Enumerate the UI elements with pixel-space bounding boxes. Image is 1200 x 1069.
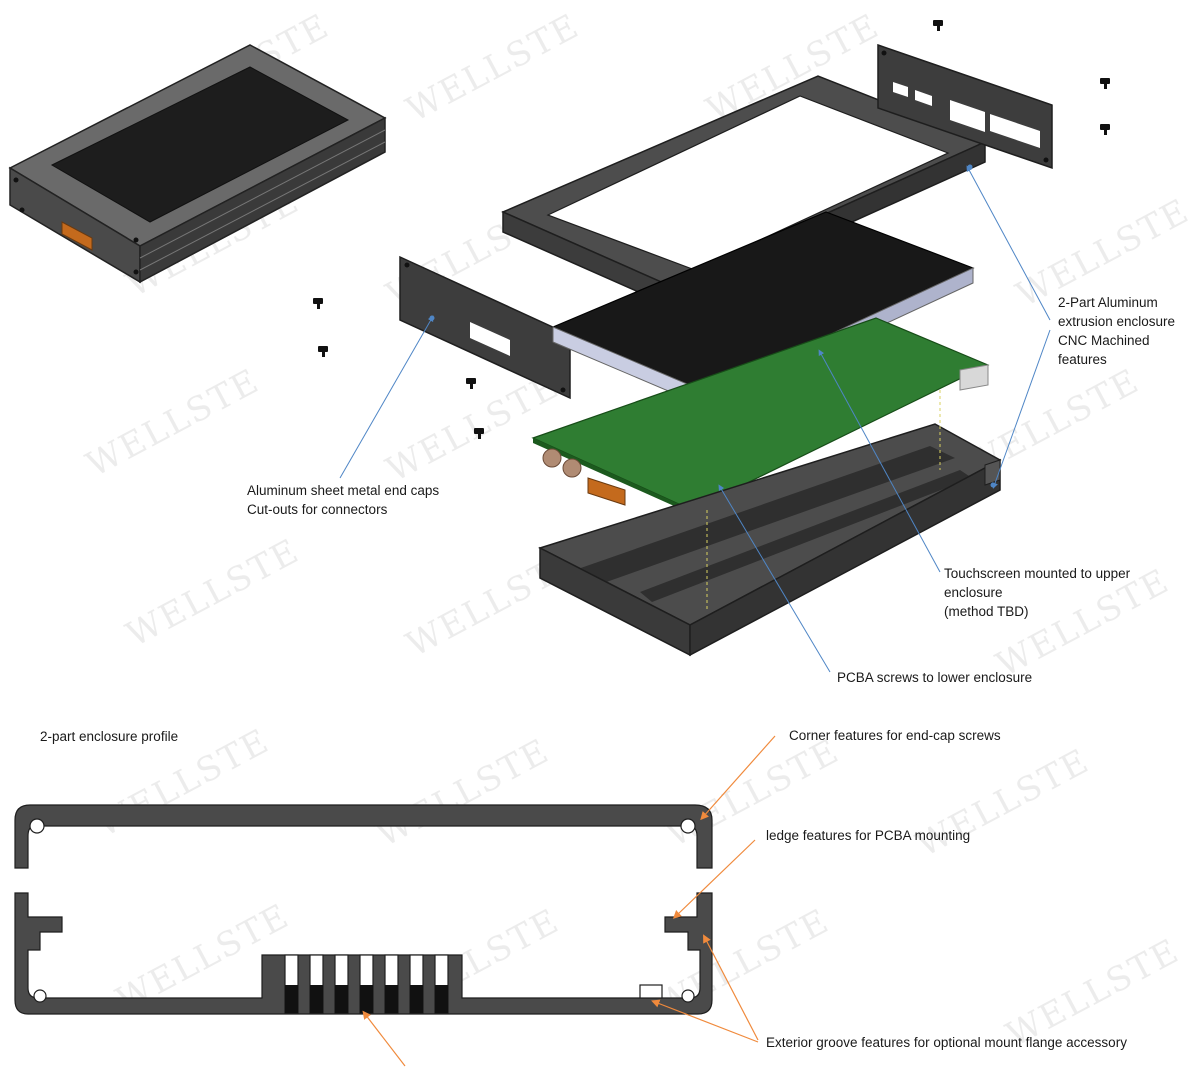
callout-end-caps: Aluminum sheet metal end caps Cut-outs f… bbox=[247, 483, 440, 517]
callout-touchscreen: Touchscreen mounted to upper enclosure (… bbox=[944, 566, 1131, 619]
right-end-cap bbox=[877, 43, 1053, 170]
pcba-board bbox=[531, 317, 990, 514]
callout-groove: Exterior groove features for optional mo… bbox=[766, 1035, 1127, 1050]
leader-lines-blue bbox=[339, 165, 1051, 673]
left-end-cap bbox=[399, 255, 571, 400]
enclosure-profile bbox=[14, 804, 713, 1015]
callout-extrusion: 2-Part Aluminum extrusion enclosure CNC … bbox=[1058, 295, 1176, 367]
screws bbox=[313, 20, 1110, 439]
callout-pcba: PCBA screws to lower enclosure bbox=[837, 670, 1033, 685]
lower-enclosure-extrusion bbox=[538, 423, 1002, 657]
alignment-guides bbox=[706, 390, 941, 610]
leader-lines-orange bbox=[362, 735, 776, 1067]
callout-ledge: ledge features for PCBA mounting bbox=[766, 828, 971, 843]
assembled-enclosure bbox=[8, 44, 387, 284]
callout-corner: Corner features for end-cap screws bbox=[789, 728, 1001, 743]
profile-title: 2-part enclosure profile bbox=[40, 729, 179, 744]
